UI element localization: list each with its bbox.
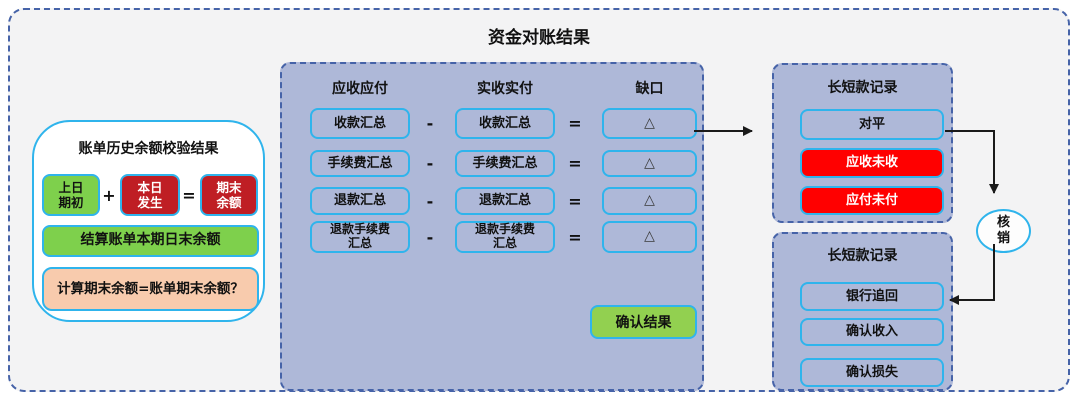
node-actual-fee-total: 手续费汇总 bbox=[455, 150, 555, 177]
node-actual-refund-fee-total: 退款手续费 汇总 bbox=[455, 221, 555, 253]
node-expected-fee-total: 手续费汇总 bbox=[310, 150, 410, 177]
node-settle-day-end-balance: 结算账单本期日末余额 bbox=[42, 225, 259, 257]
minus-operator: - bbox=[426, 154, 434, 173]
node-confirm-income: 确认收入 bbox=[800, 318, 944, 346]
equals-operator: = bbox=[182, 185, 196, 205]
page-title: 资金对账结果 bbox=[488, 28, 590, 48]
discrepancy-record-panel-bottom: 长短款记录 银行追回 确认收入 确认损失 bbox=[772, 232, 953, 391]
node-opening-balance: 上日 期初 bbox=[42, 174, 100, 216]
equals-operator: = bbox=[568, 227, 582, 247]
outer-dashed-container: 资金对账结果 账单历史余额校验结果 上日 期初 + 本日 发生 = 期末 余额 … bbox=[8, 8, 1070, 392]
record-panel-bottom-title: 长短款记录 bbox=[827, 248, 898, 264]
confirm-result-button[interactable]: 确认结果 bbox=[590, 305, 697, 339]
node-gap-delta: △ bbox=[602, 108, 697, 139]
node-today-occurred: 本日 发生 bbox=[120, 174, 180, 216]
equals-operator: = bbox=[568, 191, 582, 211]
column-header-gap: 缺口 bbox=[635, 81, 664, 97]
equals-operator: = bbox=[568, 114, 582, 133]
reconciliation-panel: 应收应付 实收实付 缺口 收款汇总 - 收款汇总 = △ 手续费汇总 - 手续费… bbox=[280, 62, 704, 391]
recon-row: 收款汇总 - 收款汇总 = △ bbox=[282, 108, 702, 139]
node-ending-balance: 期末 余额 bbox=[200, 174, 258, 216]
node-gap-delta: △ bbox=[602, 221, 697, 253]
node-gap-delta: △ bbox=[602, 187, 697, 215]
node-actual-refund-total: 退款汇总 bbox=[455, 187, 555, 215]
discrepancy-record-panel-top: 长短款记录 对平 应收未收 应付未付 bbox=[772, 63, 953, 223]
node-bank-recovery: 银行追回 bbox=[800, 282, 944, 311]
recon-row: 手续费汇总 - 手续费汇总 = △ bbox=[282, 150, 702, 177]
recon-row: 退款手续费 汇总 - 退款手续费 汇总 = △ bbox=[282, 221, 702, 253]
node-expected-refund-fee-total: 退款手续费 汇总 bbox=[310, 221, 410, 253]
plus-operator: + bbox=[102, 185, 116, 205]
history-balance-check-panel: 账单历史余额校验结果 上日 期初 + 本日 发生 = 期末 余额 结算账单本期日… bbox=[32, 120, 265, 322]
node-payable-unpaid: 应付未付 bbox=[800, 186, 944, 215]
node-actual-collection-total: 收款汇总 bbox=[455, 108, 555, 139]
column-header-receivable-payable: 应收应付 bbox=[332, 81, 388, 97]
node-expected-refund-total: 退款汇总 bbox=[310, 187, 410, 215]
node-balance-equality-check: 计算期末余额=账单期末余额？ bbox=[42, 267, 259, 311]
node-expected-collection-total: 收款汇总 bbox=[310, 108, 410, 139]
node-balanced: 对平 bbox=[800, 109, 944, 140]
recon-row: 退款汇总 - 退款汇总 = △ bbox=[282, 187, 702, 215]
minus-operator: - bbox=[426, 114, 434, 133]
record-panel-top-title: 长短款记录 bbox=[827, 80, 898, 96]
minus-operator: - bbox=[426, 191, 434, 211]
history-panel-title: 账单历史余额校验结果 bbox=[78, 141, 219, 157]
minus-operator: - bbox=[426, 227, 434, 247]
node-confirm-loss: 确认损失 bbox=[800, 358, 944, 387]
equals-operator: = bbox=[568, 154, 582, 173]
node-receivable-uncollected: 应收未收 bbox=[800, 148, 944, 178]
write-off-circle-node: 核 销 bbox=[976, 209, 1031, 253]
node-gap-delta: △ bbox=[602, 150, 697, 177]
column-header-actual-received-paid: 实收实付 bbox=[477, 81, 533, 97]
